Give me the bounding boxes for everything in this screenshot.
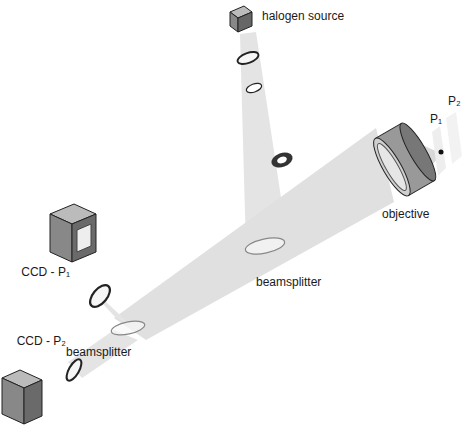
sample-point [439,150,444,155]
plane-p2 [446,112,462,164]
ccd-camera-p1 [50,204,96,262]
halogen-source [230,6,252,32]
objective [368,119,442,200]
part-label: halogen source [262,9,344,23]
beamsplitter [110,319,146,338]
part-label: P₂ [448,94,461,108]
part-label: CCD - P₁ [21,265,70,279]
detection-beam [114,128,394,340]
lens [236,50,260,67]
lens [86,282,113,311]
lens [245,82,263,95]
lens [64,357,85,383]
part-label: beamsplitter [256,275,321,289]
beamsplitter [244,235,286,257]
annular-aperture [269,150,294,171]
part-label: objective [382,207,429,221]
part-label: CCD - P₂ [17,334,66,348]
part-label: beamsplitter [66,345,131,359]
ccd-camera-p2 [2,370,42,424]
part-label: P₁ [430,112,442,126]
